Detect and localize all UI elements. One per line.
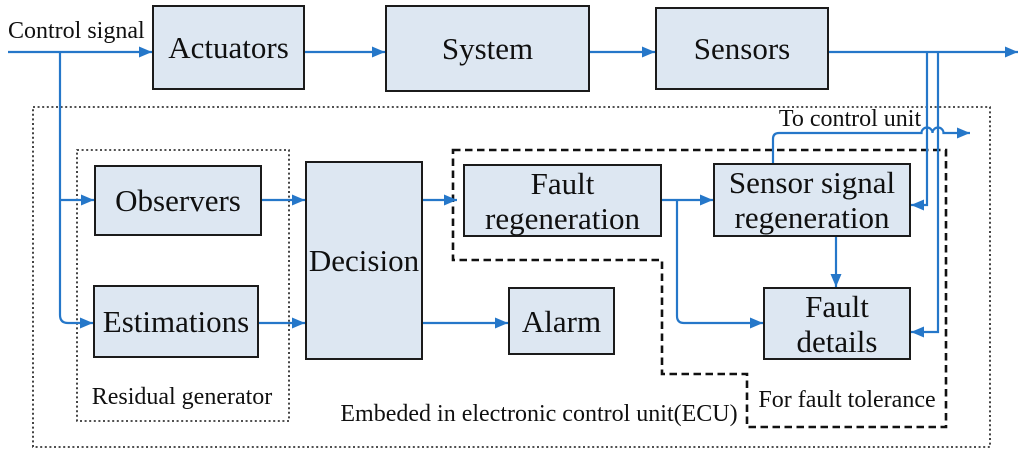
block-observers: Observers: [94, 165, 262, 236]
label-embedded-ecu: Embeded in electronic control unit(ECU): [340, 401, 738, 427]
residual-generator-boundary-box: [76, 149, 290, 422]
label-to-control-unit: To control unit: [778, 106, 922, 132]
block-system: System: [385, 5, 590, 92]
label-control-signal: Control signal: [8, 18, 145, 44]
block-estimations: Estimations: [93, 285, 259, 358]
fault-tolerance-boundary: [451, 148, 948, 429]
block-actuators: Actuators: [152, 5, 305, 90]
block-sensor-signal-regeneration: Sensor signal regeneration: [713, 163, 911, 237]
wire-sensors-to-sensor-signal-regeneration: [911, 52, 929, 211]
label-residual-generator: Residual generator: [91, 384, 273, 410]
wire-fault-regeneration-to-fault-details: [675, 200, 763, 329]
wire-control-signal-to-estimations: [58, 52, 93, 329]
block-fault-regeneration: Fault regeneration: [463, 164, 662, 237]
block-alarm: Alarm: [508, 287, 615, 355]
wire-to-control-unit: [771, 126, 970, 163]
label-for-fault-tolerance: For fault tolerance: [758, 387, 936, 413]
ecu-boundary-box: [32, 106, 991, 448]
block-sensors: Sensors: [655, 7, 829, 90]
block-fault-details: Fault details: [763, 287, 911, 360]
wire-sensors-to-fault-details: [911, 52, 940, 338]
block-decision: Decision: [305, 161, 423, 360]
